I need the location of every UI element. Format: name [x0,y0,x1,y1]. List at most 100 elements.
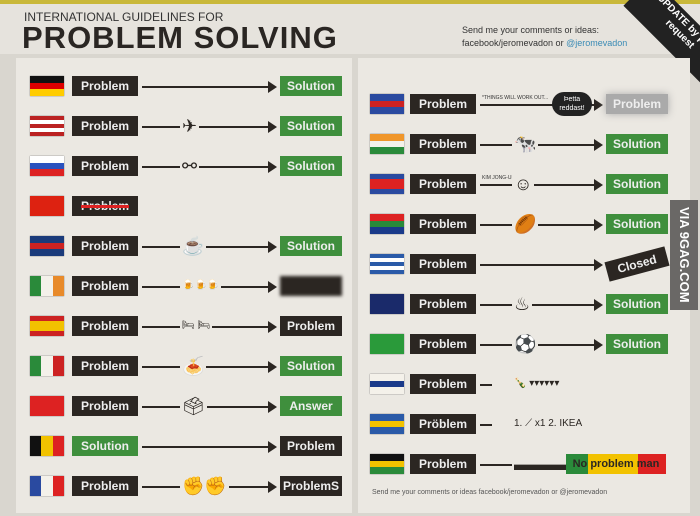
rugby-player-icon: 🏉 [512,210,539,238]
problem-label: Problem [72,356,138,376]
arrow-head-icon [268,161,277,173]
flag-stripe [30,89,64,96]
flag-spain [30,316,64,336]
speech-bubble-icon: Þetta reddast! [552,92,592,116]
problem-label: Problem [72,316,138,336]
arrow-line [142,166,268,168]
result-label: Solution [280,116,342,136]
flag-stripe [370,374,404,381]
problem-label: Problem [410,254,476,274]
arrow-head-icon [268,401,277,413]
result-label: Solution [606,294,668,314]
flag-stripe [370,107,404,114]
flag-germany [30,76,64,96]
flag-stripe [30,396,64,416]
result-label: Problem [280,436,342,456]
flag-stripe [370,467,404,474]
arrow-line [480,424,492,426]
arrow-head-icon [268,361,277,373]
result-label: Problem [606,94,668,114]
flag-stripe [370,227,404,234]
result-label: Solution [606,214,668,234]
problem-label: Problem [410,294,476,314]
result-label: Answer [280,396,342,416]
contact-line: Send me your comments or ideas: [462,25,600,35]
flag-stripe [370,184,404,189]
flag-france [30,476,64,496]
arrow-line [142,446,268,448]
arrow-line [142,86,268,88]
flag-stripe [370,174,404,179]
kim-jong-un-icon: ☺ [512,170,535,198]
problem-label: Problem [410,94,476,114]
result-label: Problem [280,316,342,336]
right-panel: Problem *THINGS WILL WORK OUT...Þetta red… [358,58,690,513]
problem-label: Problem [410,334,476,354]
row-switzerland: Problem🗳Answer [16,392,352,420]
flag-south-africa [370,214,404,234]
row-ireland: Problem🍺🍺🍺 [16,272,352,300]
flag-stripe [30,196,64,216]
flag-stripe [52,476,64,496]
siesta-bed-icon: 🛏 🛏 [180,312,213,340]
row-india: Problem🐄Solution [358,130,690,158]
row-russia: Problem⚯Solution [16,152,352,180]
row-australia: Problem ♨ Solution [358,290,690,318]
flag-stripe [370,334,404,354]
result-label: Solution [280,236,342,256]
flag-stripe [370,460,404,468]
note-text: KIM JONG-UN [482,175,516,181]
flag-stripe [30,156,64,163]
row-brazil: Problem⚽Solution [358,330,690,358]
flag-stripe [30,326,64,331]
problem-label: Problem [410,174,476,194]
flag-stripe [41,276,53,296]
flag-ireland [30,276,64,296]
problem-label: Problem [72,276,138,296]
flag-brazil [370,334,404,354]
problem-label: Solution [72,436,138,456]
flag-stripe [30,276,42,296]
flag-stripe [30,331,64,336]
result-label: No problem man [566,454,666,474]
flag-stripe [52,436,64,456]
flag-stripe [370,414,404,421]
flag-stripe [370,254,404,258]
flag-stripe [30,169,64,176]
barbecue-icon: ♨ [512,290,533,318]
flag-stripe [41,356,53,376]
row-uk: Problem☕Solution [16,232,352,260]
problem-label: Problem [410,454,476,474]
arrow-head-icon [268,281,277,293]
arrow-line [480,104,594,106]
flag-stripe [30,316,64,321]
flag-stripe [370,189,404,194]
row-south-africa: Problem 🏉 Solution [358,210,690,238]
result-label: Solution [606,334,668,354]
arrow-head-icon [268,241,277,253]
flag-stripe [370,427,404,434]
flag-sweden [370,414,404,434]
arrow-head-icon [594,299,603,311]
protest-crowd-icon: ✊✊ [180,472,229,500]
flag-stripe [30,356,42,376]
arrow-line [480,184,594,186]
arrow-head-icon [594,219,603,231]
flag-stripe [370,294,404,314]
arrow-head-icon [594,259,603,271]
cow-icon: 🐄 [512,130,539,158]
row-finland: Problem🍾 ▾▾▾▾▾▾ [358,370,690,398]
flag-stripe [41,436,53,456]
arrow-head-icon [268,481,277,493]
vodka-shots-icon: 🍾 ▾▾▾▾▾▾ [512,370,562,398]
flag-stripe [30,76,64,83]
problem-label: Problem [410,214,476,234]
flag-stripe [370,454,404,461]
drone-icon: ✈ [180,112,200,140]
note-text: *THINGS WILL WORK OUT... [482,95,549,101]
flag-belgium [30,436,64,456]
flag-stripe [370,140,404,148]
flag-australia [370,294,404,314]
